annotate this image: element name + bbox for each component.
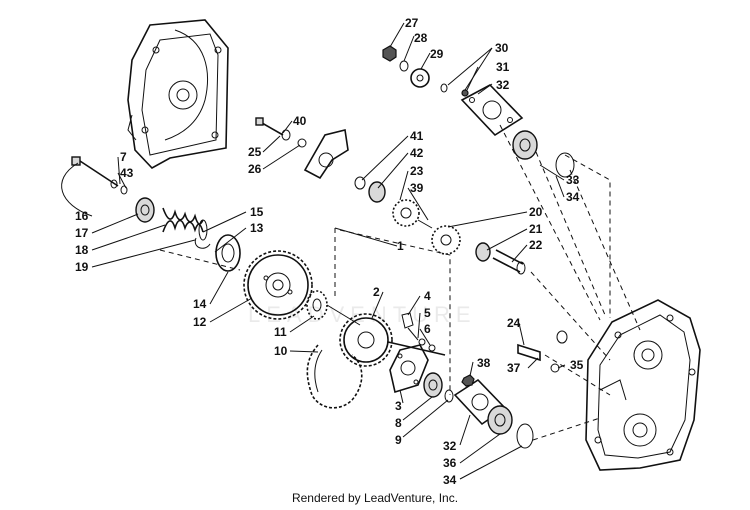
- callout-32a: 32: [496, 78, 510, 92]
- bearing-8-9: [423, 372, 454, 403]
- leader-lines: [61, 22, 566, 480]
- alignment-lines: [159, 124, 641, 441]
- drive-sprocket: [339, 313, 446, 367]
- callout-12: 12: [193, 315, 207, 329]
- callout-17: 17: [75, 226, 89, 240]
- callout-22: 22: [529, 238, 543, 252]
- bearing-housing-upper: [460, 84, 575, 178]
- callout-34b: 34: [443, 473, 457, 487]
- callout-36: 36: [443, 456, 457, 470]
- bolt-25-26: [255, 117, 307, 148]
- callout-14: 14: [193, 297, 207, 311]
- fitting-37: [517, 343, 560, 373]
- callout-3: 3: [395, 399, 402, 413]
- callout-5: 5: [424, 306, 431, 320]
- mount-bracket: [303, 129, 349, 180]
- callout-33: 33: [566, 173, 580, 187]
- callout-13: 13: [250, 221, 264, 235]
- callout-11: 11: [274, 325, 287, 339]
- callout-29: 29: [430, 47, 444, 61]
- callout-34a: 34: [566, 190, 580, 204]
- cover-housing: [127, 19, 229, 170]
- callout-21: 21: [529, 222, 543, 236]
- callout-2: 2: [373, 285, 380, 299]
- callout-24: 24: [507, 316, 521, 330]
- callout-6: 6: [424, 322, 431, 336]
- callout-8: 8: [395, 416, 402, 430]
- callout-42: 42: [410, 146, 424, 160]
- callout-27: 27: [405, 16, 419, 30]
- callout-35: 35: [570, 358, 584, 372]
- footer-credit: Rendered by LeadVenture, Inc.: [291, 491, 459, 505]
- callout-23: 23: [410, 164, 424, 178]
- callout-31: 31: [496, 60, 510, 74]
- callout-40: 40: [293, 114, 307, 128]
- adjuster-parts: [401, 312, 436, 352]
- top-small-parts: [382, 45, 469, 97]
- callout-19: 19: [75, 260, 89, 274]
- callout-16: 16: [75, 209, 89, 223]
- callout-43: 43: [120, 166, 134, 180]
- callout-26: 26: [248, 162, 262, 176]
- gear-case-housing: [585, 299, 701, 471]
- callout-37: 37: [507, 361, 521, 375]
- callout-25: 25: [248, 145, 262, 159]
- callout-7: 7: [120, 150, 127, 164]
- callout-39: 39: [410, 181, 424, 195]
- callout-15: 15: [250, 205, 264, 219]
- bearing-housing-lower: [453, 374, 534, 449]
- callout-30: 30: [495, 41, 509, 55]
- callout-32b: 32: [443, 439, 457, 453]
- callout-10: 10: [274, 344, 288, 358]
- callout-1: 1: [397, 239, 404, 253]
- tensioner-bracket: [389, 344, 429, 394]
- callout-4: 4: [424, 289, 431, 303]
- callout-28: 28: [414, 31, 428, 45]
- callout-38: 38: [477, 356, 491, 370]
- callout-labels: 27 28 29 30 31 32 40 25 26 41 42 23 39 2…: [75, 16, 584, 487]
- callout-18: 18: [75, 243, 89, 257]
- left-shaft-assembly: [71, 156, 241, 272]
- drive-chain: [306, 344, 363, 409]
- callout-20: 20: [529, 205, 543, 219]
- callout-41: 41: [410, 129, 424, 143]
- callout-9: 9: [395, 433, 402, 447]
- upper-gear-shaft: [354, 176, 568, 344]
- large-sprocket: [243, 250, 313, 320]
